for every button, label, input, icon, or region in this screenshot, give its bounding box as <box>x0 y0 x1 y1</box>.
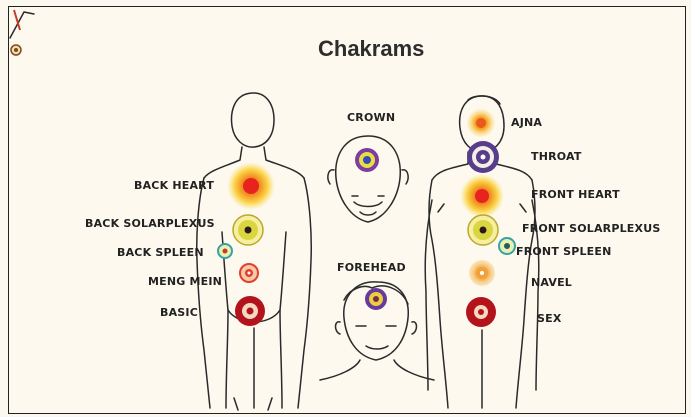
label-meng-mein: MENG MEIN <box>148 275 222 288</box>
back-heart-chakra <box>227 162 275 210</box>
label-back-heart: BACK HEART <box>134 179 214 192</box>
front-solar-plexus-chakra <box>468 215 498 245</box>
label-front-spleen: FRONT SPLEEN <box>516 245 612 258</box>
front-spleen-chakra <box>499 238 515 254</box>
ajna-chakra <box>467 109 495 137</box>
label-front-heart: FRONT HEART <box>531 188 620 201</box>
back-spleen-chakra <box>218 244 232 258</box>
meng-mein-chakra <box>240 264 258 282</box>
page-title: Chakrams <box>318 36 424 61</box>
label-sex: SEX <box>537 312 562 325</box>
label-back-spleen: BACK SPLEEN <box>117 246 204 259</box>
label-back-solar-plexus: BACK SOLARPLEXUS <box>85 217 215 230</box>
label-throat: THROAT <box>531 150 582 163</box>
label-navel: NAVEL <box>531 276 572 289</box>
back-body-outline <box>197 93 311 410</box>
navel-chakra <box>469 260 495 286</box>
basic-chakra <box>235 296 265 326</box>
forehead-chakra <box>365 288 387 310</box>
label-basic: BASIC <box>160 306 198 319</box>
corner-logo <box>10 10 34 55</box>
label-crown: CROWN <box>347 111 395 124</box>
label-forehead: FOREHEAD <box>337 261 406 274</box>
back-solar-plexus-chakra <box>233 215 263 245</box>
label-front-solar-plexus: FRONT SOLARPLEXUS <box>522 222 660 235</box>
front-heart-chakra <box>460 174 504 218</box>
crown-chakra <box>355 148 379 172</box>
throat-chakra <box>467 141 499 173</box>
sex-chakra <box>466 297 496 327</box>
label-ajna: AJNA <box>511 116 542 129</box>
